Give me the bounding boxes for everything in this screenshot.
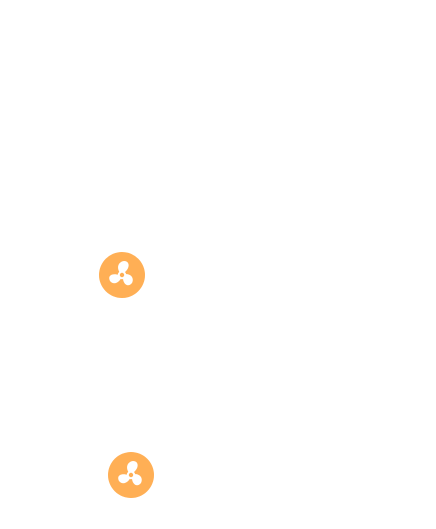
fan-button-1[interactable]: [99, 252, 145, 298]
fan-button-2[interactable]: [108, 452, 154, 498]
fan-icon: [108, 452, 154, 498]
fan-icon: [99, 252, 145, 298]
